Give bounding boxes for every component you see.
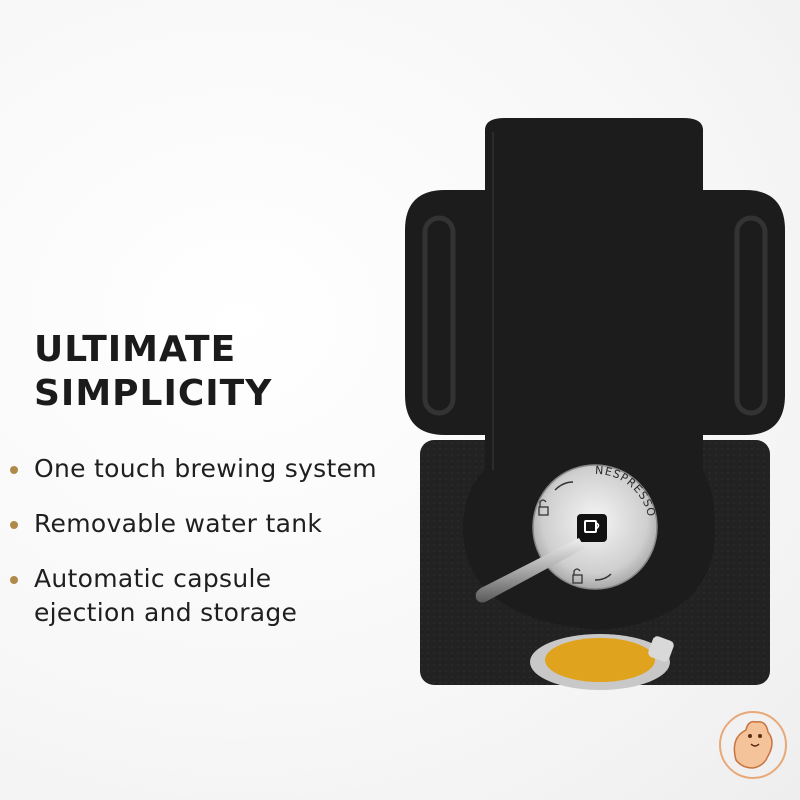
right-handle — [700, 190, 785, 435]
nespresso-machine-image: NESPRESSO — [405, 118, 785, 690]
bullet-dot-icon — [10, 521, 18, 529]
headline: ULTIMATE SIMPLICITY — [34, 328, 272, 416]
headline-line-1: ULTIMATE — [34, 329, 237, 370]
arrow-icon — [594, 573, 612, 581]
left-handle — [405, 190, 490, 435]
lever-handle[interactable] — [475, 538, 585, 603]
feature-list: One touch brewing system Removable water… — [10, 452, 377, 651]
bullet-dot-icon — [10, 576, 18, 584]
squirrel-logo-icon — [719, 711, 787, 779]
arrow-icon — [554, 481, 574, 491]
headline-line-2: SIMPLICITY — [34, 373, 273, 414]
unlock-icon — [572, 568, 583, 584]
feature-item: Automatic capsule ejection and storage — [10, 562, 377, 630]
lock-icon — [538, 499, 549, 516]
cup-icon — [577, 514, 607, 542]
feature-text: Removable water tank — [34, 509, 323, 538]
feature-text-line-1: Automatic capsule — [34, 564, 272, 593]
feature-item: Removable water tank — [10, 507, 377, 541]
feature-text: One touch brewing system — [34, 454, 377, 483]
feature-text-line-2: ejection and storage — [34, 598, 298, 627]
bullet-dot-icon — [10, 466, 18, 474]
feature-item: One touch brewing system — [10, 452, 377, 486]
